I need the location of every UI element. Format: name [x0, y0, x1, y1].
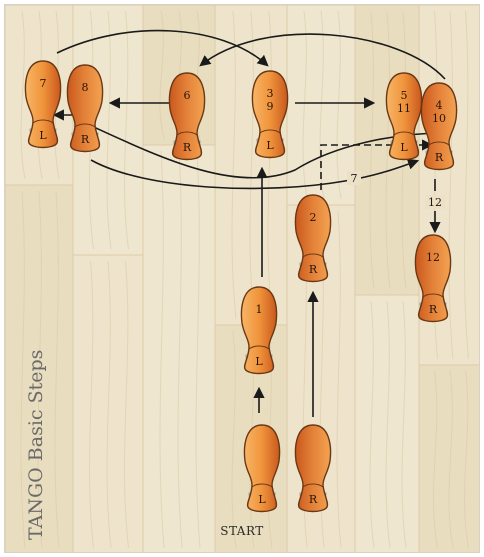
wood-grain: [20, 10, 26, 180]
step-number: 4: [436, 99, 443, 112]
arrow-2-to-4-dashed: [320, 139, 434, 190]
sole: [294, 194, 332, 283]
wood-grain: [448, 370, 454, 549]
wood-grain: [267, 10, 273, 320]
sole: [66, 64, 104, 153]
wood-grain: [54, 190, 60, 549]
sole: [240, 286, 278, 375]
sole: [24, 60, 62, 149]
step-number: 12: [426, 251, 440, 264]
sole: [420, 82, 458, 171]
step-number: 2: [310, 211, 317, 224]
wood-grain: [88, 260, 94, 549]
foot-step-1: 1L: [240, 286, 278, 375]
label-7-backdrop: [347, 171, 361, 185]
heel-line: [248, 345, 270, 350]
foot-step-2: 2R: [294, 194, 332, 283]
foot-side-letter: R: [309, 263, 318, 276]
sole: [243, 424, 281, 513]
sole: [294, 424, 332, 513]
wood-grain: [463, 10, 469, 360]
arrow-5-to-6: [199, 33, 446, 80]
wood-grain: [20, 190, 26, 549]
foot-step-8: 8R: [66, 64, 104, 153]
wood-grain: [336, 210, 342, 549]
step-number: 1: [256, 303, 263, 316]
wood-grain: [432, 370, 438, 549]
foot-side-letter: L: [39, 129, 47, 142]
heel-line: [428, 141, 450, 146]
wood-grain: [369, 300, 375, 549]
heel-line: [32, 119, 54, 124]
foot-start-left: L: [243, 424, 281, 513]
step-number: 10: [432, 112, 446, 125]
wood-grain: [401, 300, 407, 549]
wood-grain: [231, 330, 237, 549]
heel-line: [259, 129, 281, 134]
foot-start-right: R: [294, 424, 332, 513]
wood-grain: [231, 10, 237, 320]
foot-side-letter: R: [309, 493, 318, 506]
path-label-12: 12: [428, 196, 442, 209]
heel-line: [422, 293, 444, 298]
heel-line: [176, 131, 198, 136]
arrow-8-sweep: [84, 122, 448, 179]
step-number: 8: [82, 81, 89, 94]
sole: [385, 72, 423, 161]
foot-side-letter: L: [400, 141, 408, 154]
heel-line: [74, 123, 96, 128]
step-number: 5: [401, 89, 408, 102]
wood-grain: [249, 10, 255, 320]
sole: [168, 72, 206, 161]
foot-side-letter: L: [258, 493, 266, 506]
heel-line: [251, 483, 273, 488]
step-number: 7: [40, 77, 47, 90]
step-arrows: [52, 29, 448, 417]
start-label: START: [220, 524, 264, 538]
foot-side-letter: L: [255, 355, 263, 368]
heel-line: [393, 131, 415, 136]
foot-step-3-9: 39L: [251, 70, 289, 159]
foot-side-letter: L: [266, 139, 274, 152]
foot-step-12: 12R: [414, 234, 452, 323]
sole: [414, 234, 452, 323]
step-number: 3: [267, 87, 274, 100]
wood-grain: [123, 260, 129, 549]
step-number: 11: [397, 102, 411, 115]
wood-grain: [159, 150, 165, 549]
wood-grain: [106, 260, 112, 549]
foot-step-7: 7L: [24, 60, 62, 149]
wood-grain: [195, 150, 201, 549]
wood-grain: [463, 370, 469, 549]
path-label-7: 7: [351, 172, 358, 185]
diagram-title: TANGO Basic Steps: [25, 349, 47, 540]
wood-grain: [177, 150, 183, 549]
heel-line: [302, 253, 324, 258]
foot-side-letter: R: [81, 133, 90, 146]
foot-side-letter: R: [183, 141, 192, 154]
plank: [418, 364, 479, 552]
wood-grain: [124, 10, 129, 250]
step-number: 6: [184, 89, 191, 102]
arrow-7-to-3: [56, 29, 269, 67]
wood-grain: [448, 10, 454, 360]
heel-line: [302, 483, 324, 488]
step-number: 9: [267, 100, 274, 113]
wood-grain: [106, 10, 112, 250]
wood-grain: [37, 190, 43, 549]
arrow-7-sweep: [90, 158, 420, 190]
wood-grain: [336, 10, 342, 200]
foot-step-6: 6R: [168, 72, 206, 161]
sole: [251, 70, 289, 159]
wood-grain: [159, 10, 165, 140]
label-12-backdrop: [425, 195, 445, 209]
foot-side-letter: R: [429, 303, 438, 316]
wood-grain: [369, 10, 375, 290]
foot-side-letter: R: [435, 151, 444, 164]
wood-grain: [385, 300, 391, 549]
